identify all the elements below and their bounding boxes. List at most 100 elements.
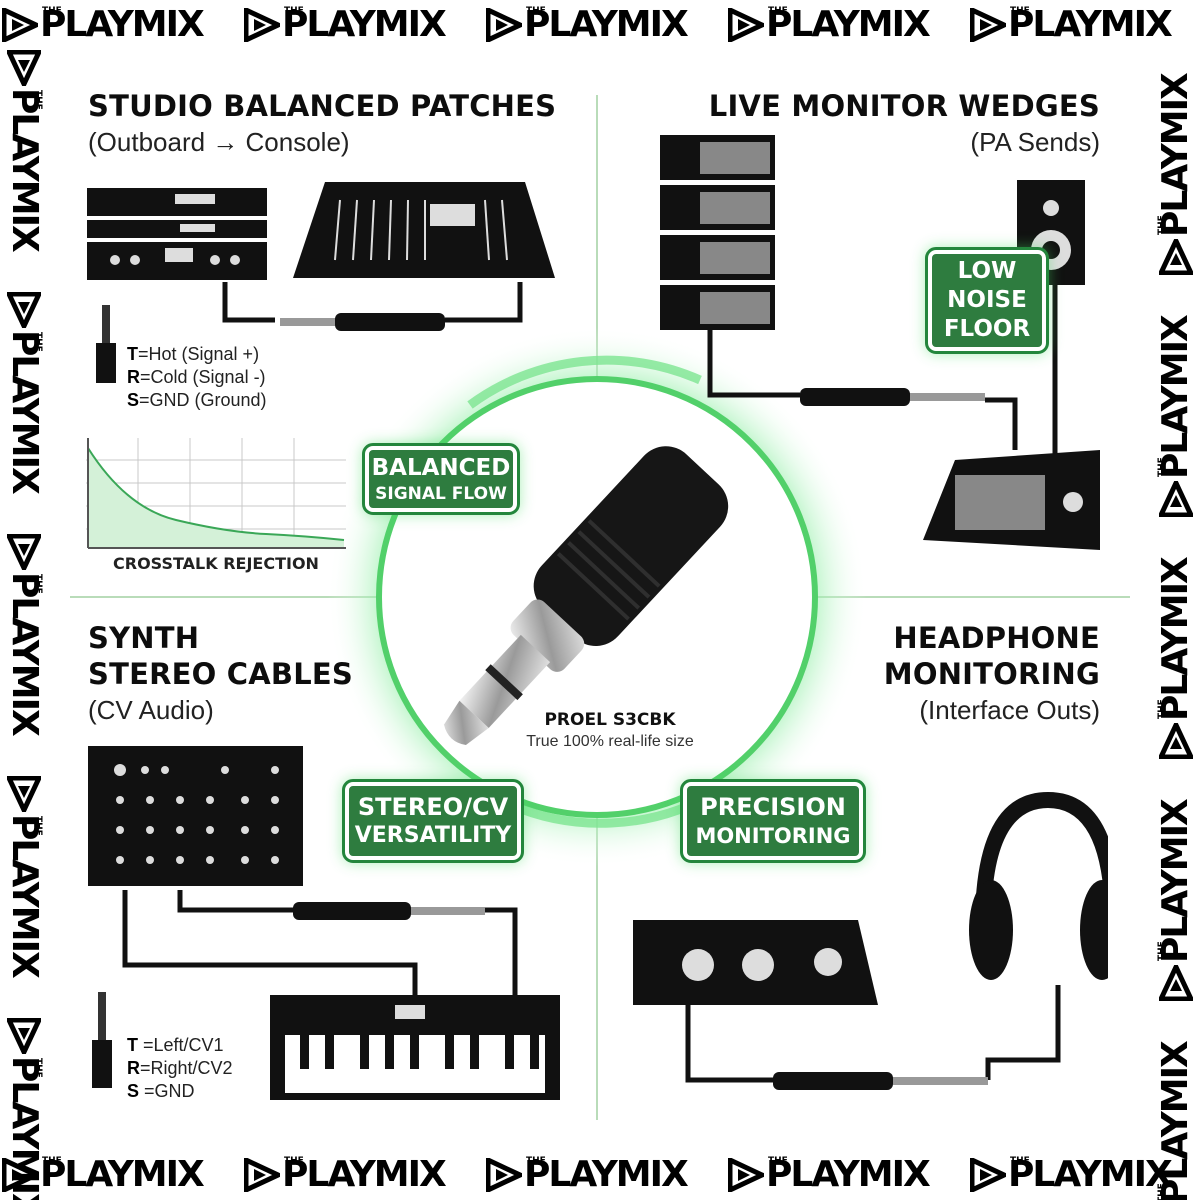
precision-monitoring-badge: PRECISION MONITORING (680, 779, 866, 863)
playmix-triangle-logo-icon (7, 1018, 41, 1054)
brand-name: PLAYMIX (4, 88, 45, 251)
legend-row: T =Left/CV1 (127, 1035, 224, 1055)
brand-prefix: THE (526, 6, 546, 16)
brand-name: PLAYMIX (40, 1154, 205, 1195)
brand-prefix: THE (1157, 699, 1167, 719)
synth-subtitle: (CV Audio) (88, 695, 214, 725)
playmix-triangle-logo-icon (486, 1158, 522, 1192)
headphone-title-line1: HEADPHONE (893, 621, 1100, 655)
headphone-subtitle: (Interface Outs) (919, 695, 1100, 725)
headphones-icon (969, 791, 1108, 980)
brand-prefix: THE (1157, 941, 1167, 961)
crosstalk-label: CROSSTALK REJECTION (113, 554, 319, 573)
keyboard-synth-icon (270, 995, 560, 1100)
legend-row: S =GND (127, 1081, 195, 1101)
balanced-signal-flow-badge: BALANCED SIGNAL FLOW (362, 443, 520, 515)
live-illustration (660, 135, 1100, 550)
line-array-icon (660, 135, 775, 330)
playmix-triangle-logo-icon (1159, 239, 1193, 275)
product-caption: True 100% real-life size (526, 733, 694, 750)
brand-name: PLAYMIX (1155, 74, 1196, 237)
brand-name: PLAYMIX (524, 4, 689, 45)
mixing-console-icon (293, 182, 555, 278)
studio-title: STUDIO BALANCED PATCHES (88, 89, 557, 123)
brand-name: PLAYMIX (766, 4, 931, 45)
brand-name: PLAYMIX (1008, 1154, 1173, 1195)
low-noise-floor-badge: LOW NOISE FLOOR (925, 247, 1049, 354)
synth-title-line2: STEREO CABLES (88, 657, 353, 691)
brand-name: PLAYMIX (4, 330, 45, 493)
legend-row: R=Right/CV2 (127, 1058, 233, 1078)
playmix-triangle-logo-icon (970, 1158, 1006, 1192)
brand-name: PLAYMIX (4, 814, 45, 977)
brand-prefix: THE (33, 574, 43, 594)
trs-plug-icon (92, 992, 112, 1088)
brand-name: PLAYMIX (282, 4, 447, 45)
playmix-triangle-logo-icon (7, 292, 41, 328)
modular-synth-icon (88, 746, 303, 886)
balanced-legend: T=Hot (Signal +) R=Cold (Signal -) S=GND… (127, 343, 267, 412)
playmix-triangle-logo-icon (2, 1158, 38, 1192)
brand-prefix: THE (768, 1156, 788, 1166)
brand-prefix: THE (1157, 1183, 1167, 1200)
brand-prefix: THE (33, 90, 43, 110)
audio-interface-icon (633, 920, 878, 1005)
synth-title-line1: SYNTH (88, 621, 200, 655)
trs-plug-icon (96, 305, 116, 383)
playmix-triangle-logo-icon (1159, 965, 1193, 1001)
playmix-triangle-logo-icon (1159, 481, 1193, 517)
playmix-triangle-logo-icon (486, 8, 522, 42)
stereo-cv-versatility-badge: STEREO/CV VERSATILITY (342, 779, 524, 863)
brand-prefix: THE (768, 6, 788, 16)
brand-prefix: THE (42, 6, 62, 16)
crosstalk-graph (86, 438, 346, 549)
brand-name: PLAYMIX (40, 4, 205, 45)
brand-prefix: THE (33, 816, 43, 836)
brand-name: PLAYMIX (766, 1154, 931, 1195)
playmix-triangle-logo-icon (244, 1158, 280, 1192)
brand-prefix: THE (33, 332, 43, 352)
playmix-triangle-logo-icon (7, 534, 41, 570)
brand-prefix: THE (284, 6, 304, 16)
brand-prefix: THE (1010, 6, 1030, 16)
proel-jack-plug-icon (443, 446, 729, 746)
brand-name: PLAYMIX (1008, 4, 1173, 45)
brand-name: PLAYMIX (282, 1154, 447, 1195)
studio-subtitle: (Outboard → Console) (88, 127, 350, 157)
stereo-legend: T =Left/CV1 R=Right/CV2 S =GND (127, 1034, 233, 1103)
live-subtitle: (PA Sends) (970, 127, 1100, 157)
brand-prefix: THE (526, 1156, 546, 1166)
headphone-illustration (633, 791, 1108, 1090)
legend-row: S=GND (Ground) (127, 390, 267, 410)
playmix-triangle-logo-icon (2, 8, 38, 42)
brand-name: PLAYMIX (1155, 800, 1196, 963)
brand-name: PLAYMIX (1155, 1042, 1196, 1200)
wedge-monitor-icon (923, 450, 1100, 550)
legend-row: T=Hot (Signal +) (127, 344, 260, 364)
balanced-cable-icon (773, 1072, 988, 1090)
playmix-triangle-logo-icon (728, 1158, 764, 1192)
balanced-cable-icon (800, 388, 985, 406)
brand-prefix: THE (1010, 1156, 1030, 1166)
playmix-triangle-logo-icon (7, 50, 41, 86)
headphone-title-line2: MONITORING (883, 657, 1100, 691)
legend-row: R=Cold (Signal -) (127, 367, 266, 387)
playmix-triangle-logo-icon (7, 776, 41, 812)
